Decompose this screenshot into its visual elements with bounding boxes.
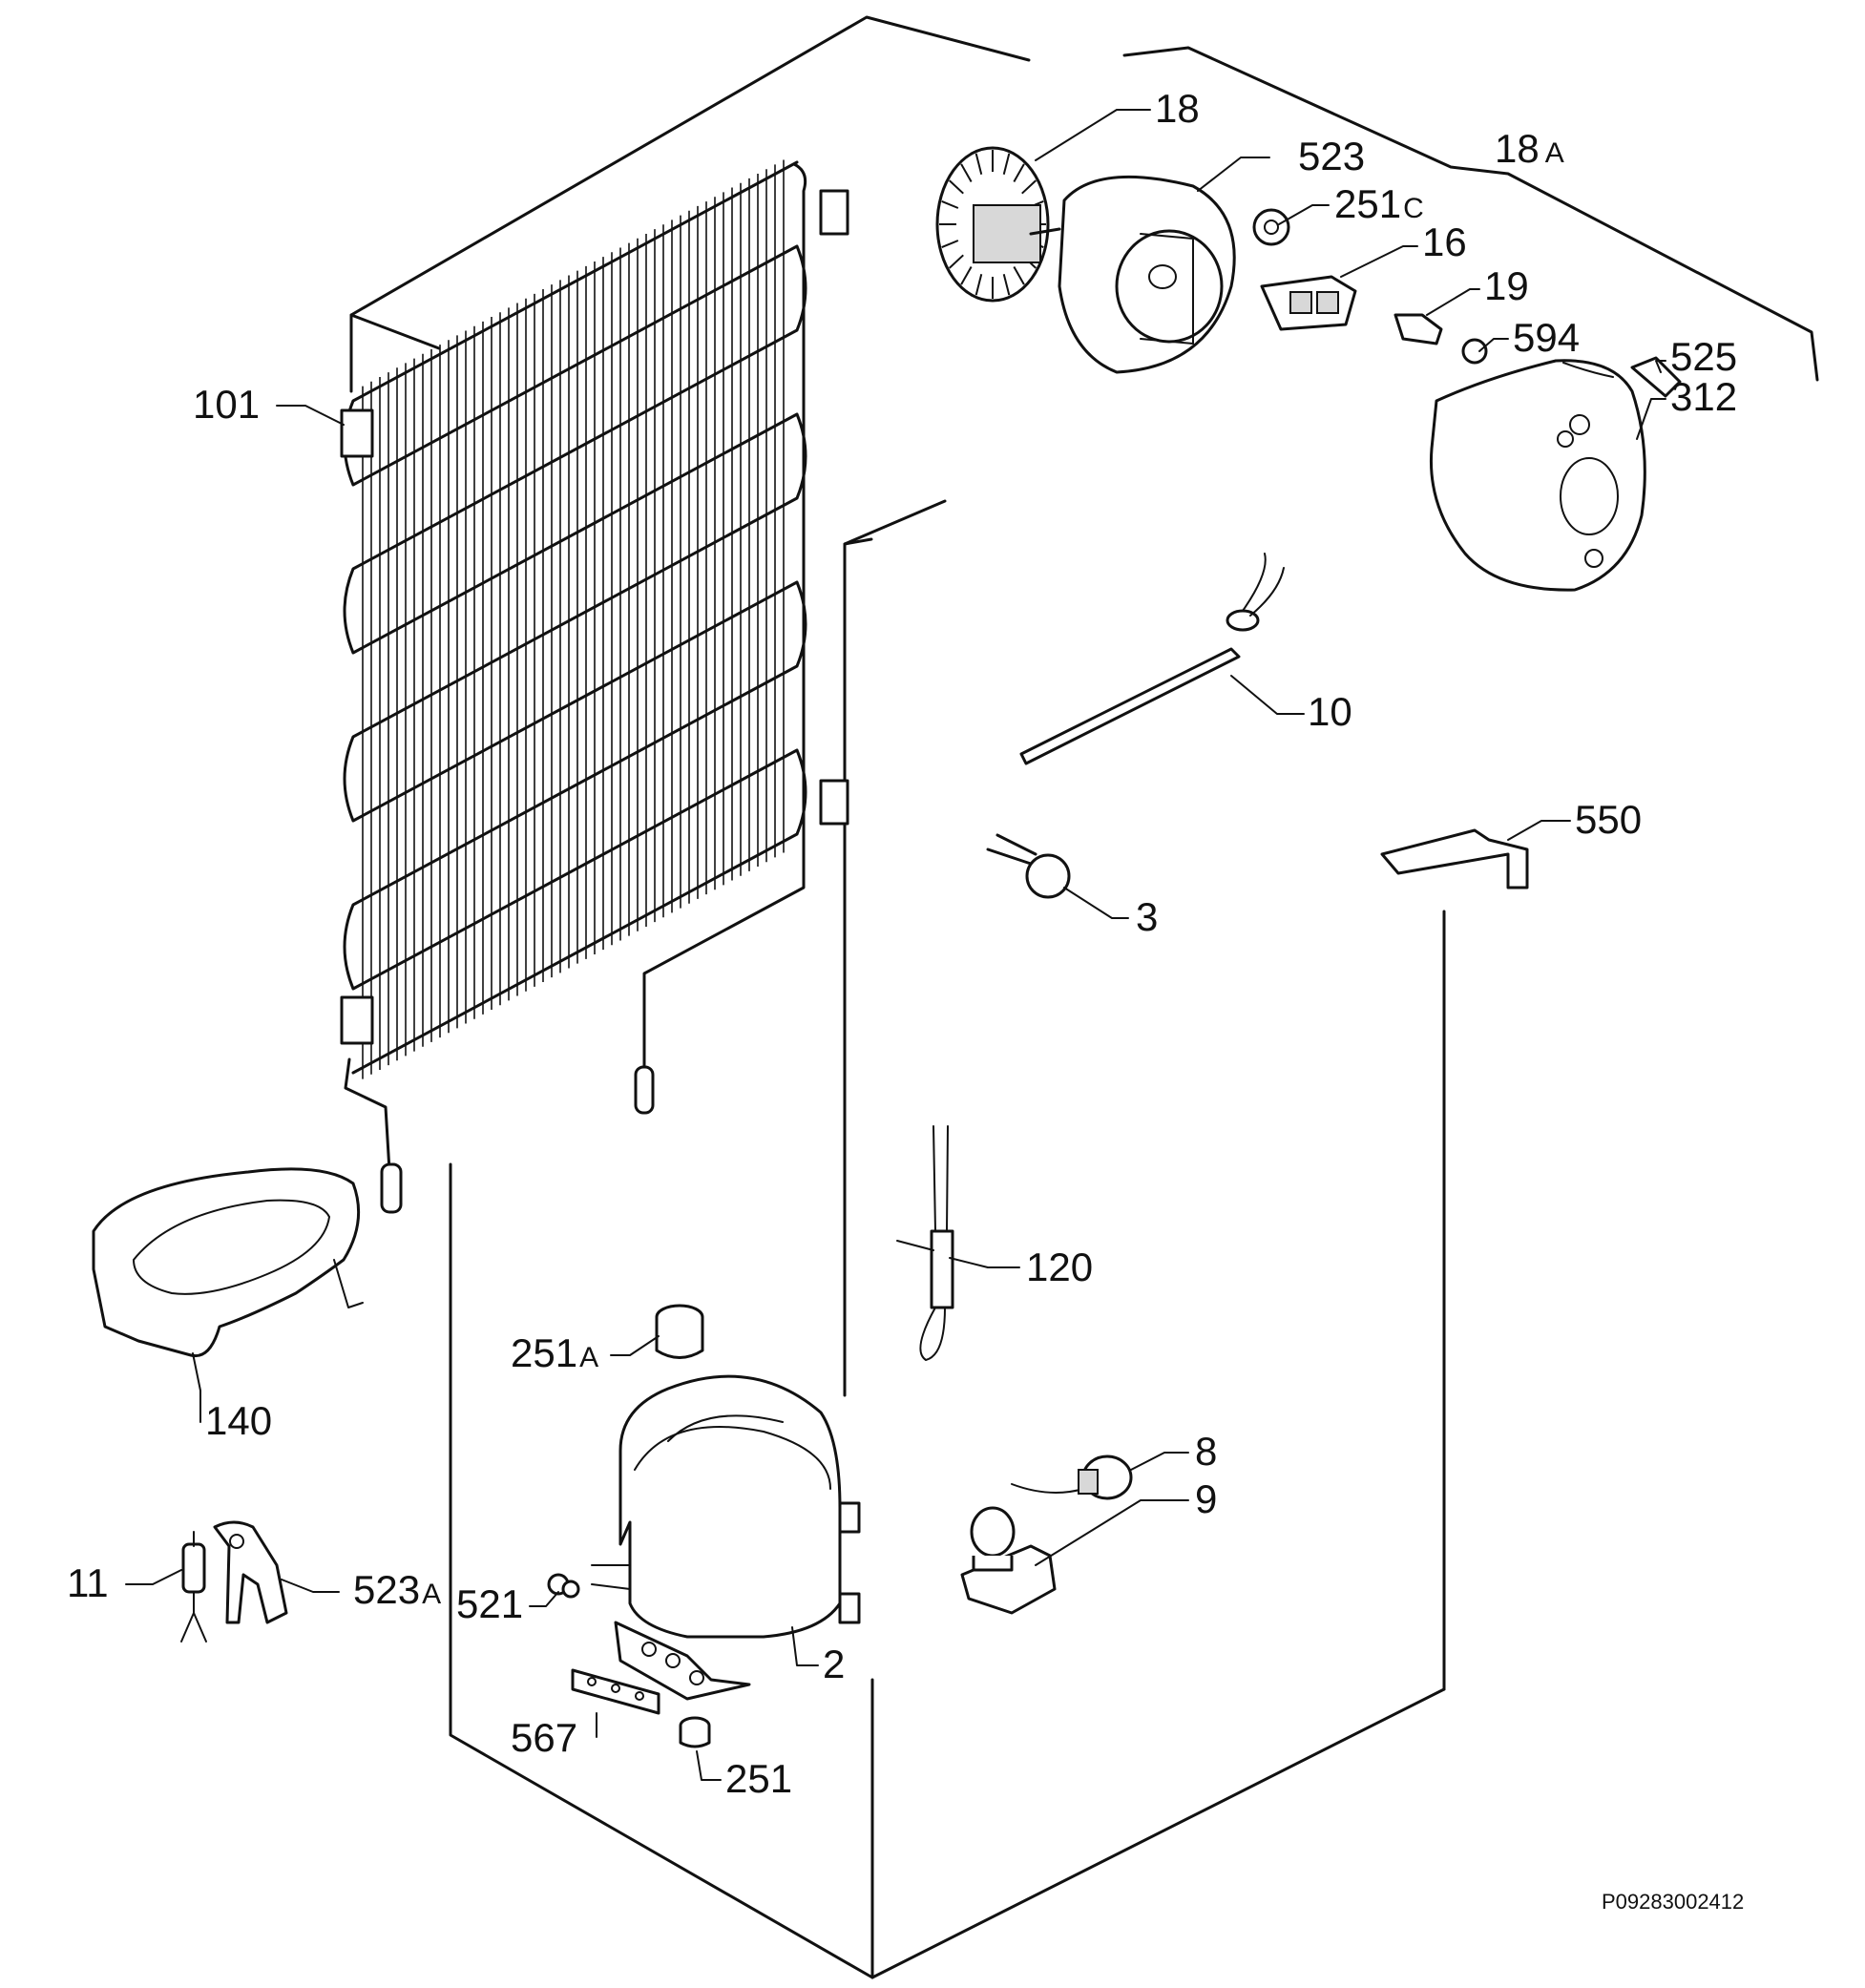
fan-blade [1021,179,1037,195]
drier-filter-11 [180,1531,207,1643]
fan-blade [941,199,959,209]
fan-blade [949,179,964,195]
sensor-120 [896,1125,954,1361]
fan-blade [941,240,959,249]
bracket-550 [1380,828,1529,889]
callout-312: 312 [1670,374,1737,419]
fan-blade [1002,274,1011,296]
callout-523: 523 [1298,134,1365,178]
bushing-251a [655,1304,704,1359]
fan-blade [1013,163,1025,182]
grommet-521 [547,1573,580,1599]
lamp-switch-16 [1260,275,1357,331]
callout-251: 251 [725,1756,792,1801]
callout-18: 18 [1155,86,1200,131]
callout-10: 10 [1308,689,1352,734]
fan-blade [949,254,964,269]
fan-blade [1013,266,1025,285]
condenser-coil [340,159,849,1214]
thermostat-probe-10 [1019,553,1285,765]
fan-blade [960,266,973,285]
callout-3: 3 [1136,894,1158,939]
fan-gear-251c [1252,208,1290,246]
callout-8: 8 [1195,1429,1217,1474]
cap-594 [1461,338,1488,365]
clamp-523a [213,1520,288,1624]
cabinet-outline [349,15,1819,1979]
lamp-bulb-19 [1394,313,1443,345]
fan-blade [974,274,983,296]
drip-tray-140 [92,1167,364,1358]
callout-525: 525 [1670,334,1737,379]
callout-567: 567 [511,1715,577,1760]
capacitor-3 [986,833,1071,899]
overload-protector-9 [960,1506,1057,1615]
callout-251a: 251A [511,1330,598,1375]
callout-16: 16 [1422,220,1467,264]
callout-9: 9 [1195,1476,1217,1521]
knob-525 [1630,356,1682,398]
callout-521: 521 [456,1581,523,1626]
rubber-foot-251 [679,1716,711,1748]
callout-140: 140 [205,1398,272,1443]
callout-523a: 523A [353,1567,441,1612]
plate-567 [571,1668,660,1715]
relay-8 [1011,1454,1133,1500]
document-reference: P09283002412 [1602,1890,1744,1914]
callout-19: 19 [1484,263,1529,308]
callout-120: 120 [1026,1245,1093,1289]
callout-101: 101 [193,382,260,427]
fan-blade [1002,153,1011,175]
fan-motor [935,146,1061,303]
compressor-2 [591,1374,861,1701]
callout-2: 2 [823,1642,845,1686]
callout-251c: 251C [1334,181,1424,226]
fan-blade [974,153,983,175]
callout-550: 550 [1575,797,1642,842]
fan-blade [960,163,973,182]
callout-594: 594 [1513,315,1580,360]
callout-leader-lines [125,109,1666,1781]
callout-11: 11 [67,1560,109,1605]
lamp-cover-312 [1429,359,1646,592]
fan-housing [1058,175,1236,374]
